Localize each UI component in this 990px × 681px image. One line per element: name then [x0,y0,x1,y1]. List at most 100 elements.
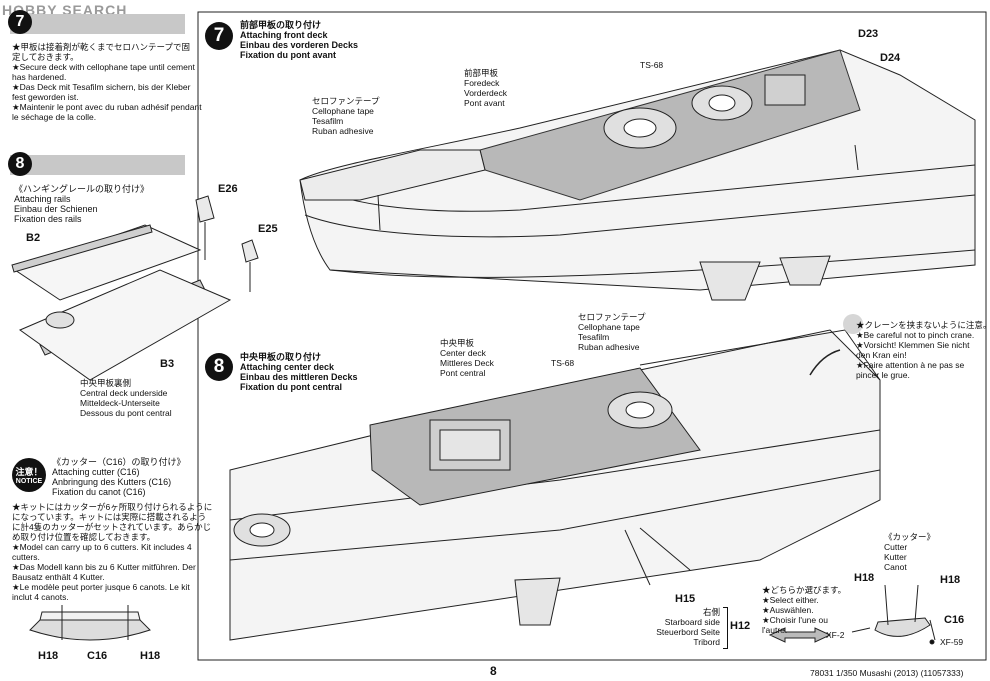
step7-main-title: 前部甲板の取り付け Attaching front deck Einbau de… [240,20,358,60]
centerdeck-line: Mittleres Deck [440,358,494,368]
cutter-line: Cutter [884,542,908,552]
notice-line: ★キットにはカッターが6ヶ所取り付けられるように [12,502,213,512]
part-label-h18-left-b: H18 [140,650,161,662]
cutter-notice-text: ★キットにはカッターが6ヶ所取り付けられるように になっています。キットには実際… [12,502,212,602]
foredeck-line: 前部甲板 [464,68,499,78]
centerdeck-line: Pont central [440,368,486,378]
paint-xf2: XF-2 [826,630,845,640]
notice-badge-jp: 注意！ [15,467,43,477]
step8-left-header-bar [10,155,185,175]
step8-title-line: 中央甲板の取り付け [240,352,322,362]
centerdeck-label: 中央甲板 Center deck Mittleres Deck Pont cen… [440,338,494,378]
step7-title-line: Einbau des vorderen Decks [240,40,359,50]
note-line: ★Secure deck with cellophane tape until … [12,62,195,72]
notice-line: に計4隻のカッターがセットされています。あらかじ [12,522,212,532]
cutter-notice-title: 《カッター（C16）の取り付け》 Attaching cutter (C16) … [52,457,186,497]
note-line: 定しておきます。 [12,52,79,62]
cutter-title-line: Attaching cutter (C16) [52,467,140,477]
step8-title-line: Fixation du pont central [240,382,343,392]
notice-line: ★Model can carry up to 6 cutters. Kit in… [12,542,192,552]
select-line: ★Choisir l'une ou [762,615,828,625]
center-hull-drawing [229,329,881,641]
crane-line: ★Be careful not to pinch crane. [856,330,975,340]
notice-badge-en: NOTICE [15,478,43,485]
rails-title-line: Einbau der Schienen [14,204,98,214]
step7-title-line: 前部甲板の取り付け [240,20,322,30]
part-label-d23: D23 [858,28,879,40]
rails-drawing [11,195,259,381]
step7-left-header-bar [10,14,185,34]
notice-line: め取り付け位置を確認しておきます。 [12,532,156,542]
left-cutter-drawing [29,605,151,641]
part-label-h15: H15 [675,593,696,605]
note-line: has hardened. [12,72,67,82]
tape-line: Cellophane tape [578,322,640,332]
right-cutter-drawing [768,584,936,645]
step8-left-number: 8 [8,152,32,176]
side-line: Steuerbord Seite [656,627,720,637]
note-line: fest geworden ist. [12,92,79,102]
select-line: ★Auswählen. [762,605,814,615]
product-code: 78031 1/350 Musashi (2013) (11057333) [810,668,964,678]
page-number: 8 [490,664,497,678]
underside-line: 中央甲板裏側 [80,378,132,388]
notice-line: Bausatz enthält 4 Kutter. [12,572,105,582]
part-label-d24: D24 [880,52,901,64]
tape-label-center: セロファンテープ Cellophane tape Tesafilm Ruban … [578,312,646,352]
side-line: Tribord [693,637,720,647]
crane-line: ★Vorsicht! Klemmen Sie nicht [856,340,970,350]
crane-line: pincer le grue. [856,370,910,380]
part-label-e26: E26 [218,183,238,195]
rails-title-line: Attaching rails [14,194,71,204]
select-line: l'autre. [762,625,788,635]
step8-main-title: 中央甲板の取り付け Attaching center deck Einbau d… [240,352,358,392]
side-line: Starboard side [664,617,720,627]
tape-line: Cellophane tape [312,106,374,116]
crane-warning: ★クレーンを挟まないように注意。 ★Be careful not to pinc… [856,320,990,380]
centerdeck-line: 中央甲板 [440,338,475,348]
notice-line: inclut 4 canots. [12,592,69,602]
underside-caption: 中央甲板裏側 Central deck underside Mitteldeck… [80,378,172,418]
notice-line: ★Das Modell kann bis zu 6 Kutter mitführ… [12,562,196,572]
crane-line: den Kran ein! [856,350,907,360]
part-label-h18-right-b: H18 [940,574,961,586]
notice-line: ★Le modèle peut porter jusque 6 canots. … [12,582,190,592]
ts68-label-front: TS-68 [640,60,664,70]
step7-title-line: Attaching front deck [240,30,328,40]
step7-left-notes: ★甲板は接着剤が乾くまでセロハンテープで固 定しておきます。 ★Secure d… [12,42,202,122]
paint-xf59: XF-59 [940,637,964,647]
foredeck-label: 前部甲板 Foredeck Vorderdeck Pont avant [464,68,507,108]
cutter-label: 《カッター》 Cutter Kutter Canot [884,532,935,572]
rails-title-line: 《ハンギングレールの取り付け》 [14,184,150,194]
step8-title-line: Einbau des mittleren Decks [240,372,358,382]
step7-main-number: 7 [205,22,233,50]
crane-line: ★クレーンを挟まないように注意。 [856,320,990,330]
rails-title: 《ハンギングレールの取り付け》 Attaching rails Einbau d… [14,184,149,224]
underside-line: Dessous du pont central [80,408,172,418]
foredeck-line: Vorderdeck [464,88,507,98]
rails-title-line: Fixation des rails [14,214,82,224]
step7-title-line: Fixation du pont avant [240,50,336,60]
part-label-c16-left: C16 [87,650,108,662]
notice-line: になっています。キットには実際に搭載されるよう [12,512,207,522]
ts68-label-center: TS-68 [551,358,575,368]
cutter-title-line: 《カッター（C16）の取り付け》 [52,457,186,467]
note-line: le séchage de la colle. [12,112,97,122]
cutter-line: Kutter [884,552,907,562]
select-either-note: ★どちらか選びます。 ★Select either. ★Auswählen. ★… [762,585,846,635]
foredeck-line: Pont avant [464,98,505,108]
notice-line: cutters. [12,552,40,562]
select-line: ★どちらか選びます。 [762,585,847,595]
starboard-side-label: 右側 Starboard side Steuerbord Seite Tribo… [655,607,720,647]
notice-badge: 注意！ NOTICE [12,458,46,492]
part-label-e25: E25 [258,223,278,235]
forward-hull-drawing [299,49,976,301]
step7-left-number: 7 [8,10,32,34]
step8-title-line: Attaching center deck [240,362,335,372]
note-line: ★Maintenir le pont avec du ruban adhésif… [12,102,202,112]
underside-line: Central deck underside [80,388,168,398]
centerdeck-line: Center deck [440,348,486,358]
tape-line: Tesafilm [578,332,610,342]
part-label-b3: B3 [160,358,175,370]
